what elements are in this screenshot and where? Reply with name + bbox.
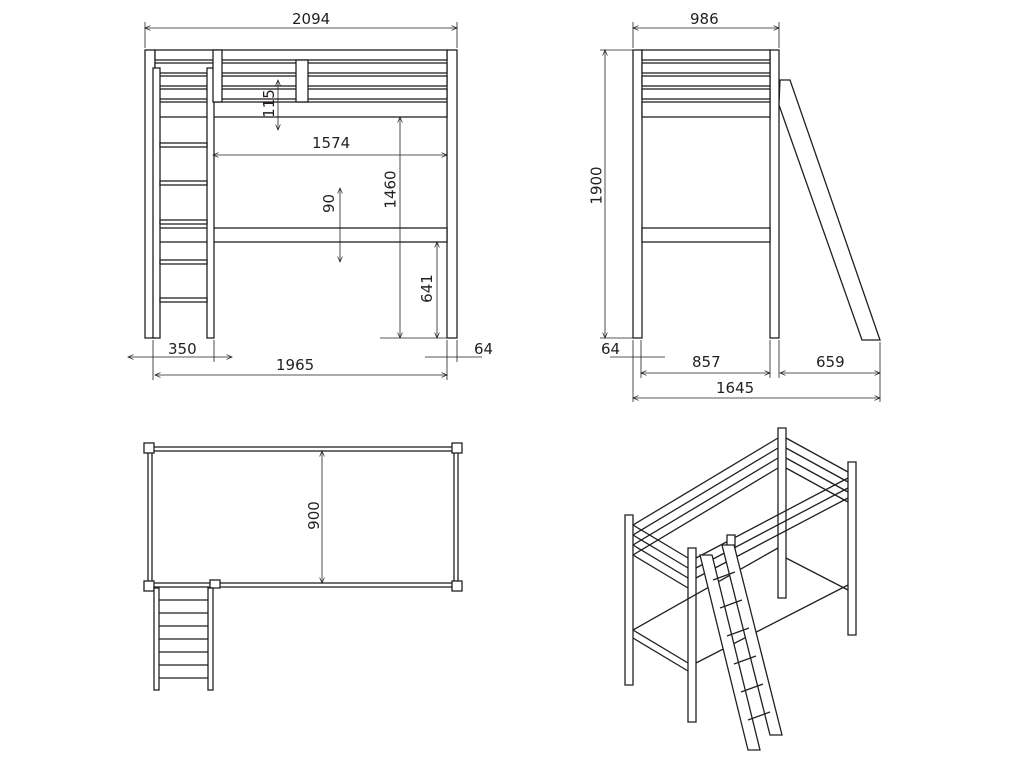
isometric-view [624, 427, 857, 751]
front-view [128, 22, 482, 380]
dim-inner-length: 1574 [312, 134, 351, 152]
dim-front-width: 2094 [292, 10, 331, 28]
dim-inner-width: 857 [692, 353, 721, 371]
ladder [152, 49, 223, 339]
side-view [600, 22, 881, 402]
dim-total-depth: 1645 [716, 379, 755, 397]
dim-front-post: 64 [474, 340, 494, 358]
dim-ladder-depth: 659 [816, 353, 845, 371]
dim-ladder-width: 350 [168, 340, 197, 358]
dim-mattress-width: 900 [304, 501, 323, 530]
dim-post-span: 1965 [276, 356, 315, 374]
dim-under-rail-height: 641 [417, 274, 436, 303]
dim-clearance: 1460 [381, 170, 400, 209]
dim-side-post: 64 [601, 340, 621, 358]
dim-side-width: 986 [690, 10, 719, 28]
dim-top-rail: 115 [259, 89, 278, 118]
dim-under-rail: 90 [320, 193, 339, 214]
top-view [143, 442, 463, 691]
dim-side-height: 1900 [587, 166, 606, 205]
